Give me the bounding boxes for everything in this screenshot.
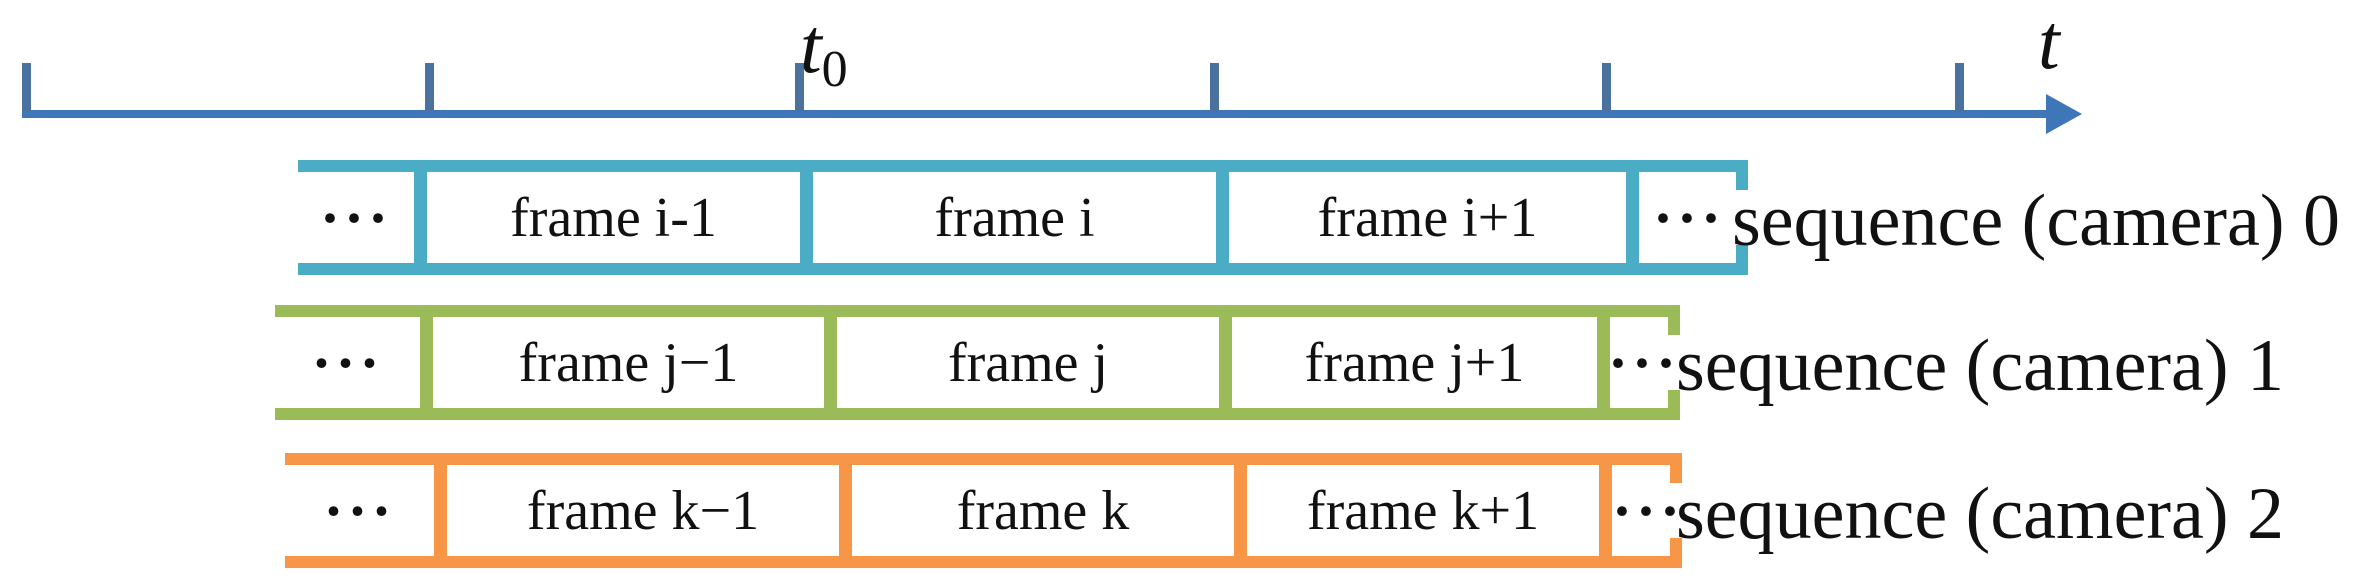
frame-divider bbox=[420, 316, 433, 409]
frame-divider bbox=[1216, 171, 1229, 264]
frame-cell: frame k+1 bbox=[1306, 480, 1540, 542]
frame-divider bbox=[839, 464, 852, 557]
ellipsis-right: ··· bbox=[1612, 478, 1685, 544]
rail-bottom bbox=[285, 556, 1682, 568]
ellipsis-right: ··· bbox=[1652, 185, 1726, 251]
rail-end-cap-bottom bbox=[1670, 538, 1682, 568]
t0-symbol: t bbox=[800, 2, 822, 89]
t-symbol: t bbox=[2038, 0, 2060, 85]
frame-divider bbox=[800, 171, 813, 264]
sequence-label: sequence (camera) 0 bbox=[1732, 180, 2341, 262]
ellipsis-right: ··· bbox=[1608, 330, 1681, 396]
frame-divider bbox=[1626, 171, 1639, 264]
frame-cell: frame i+1 bbox=[1317, 187, 1538, 249]
frame-cell: frame j+1 bbox=[1304, 332, 1525, 394]
rail-top bbox=[298, 160, 1748, 172]
ellipsis-left: ··· bbox=[323, 478, 396, 544]
ellipsis-left: ··· bbox=[319, 185, 393, 251]
frame-cell: frame j bbox=[947, 332, 1109, 394]
rail-end-cap-top bbox=[1668, 305, 1680, 335]
time-axis-arrowhead-icon bbox=[2046, 94, 2082, 134]
time-axis-tick bbox=[1210, 63, 1219, 111]
time-axis-line bbox=[22, 110, 2052, 118]
rail-end-cap-bottom bbox=[1736, 245, 1748, 275]
time-axis-tick bbox=[1602, 63, 1611, 111]
rail-end-cap-top bbox=[1736, 160, 1748, 190]
frame-cell: frame j−1 bbox=[518, 332, 739, 394]
rail-top bbox=[275, 305, 1680, 317]
frame-divider bbox=[824, 316, 837, 409]
time-axis-tick bbox=[795, 63, 804, 111]
frame-divider bbox=[1599, 464, 1612, 557]
frame-divider bbox=[1234, 464, 1247, 557]
rail-bottom bbox=[275, 408, 1680, 420]
frame-divider bbox=[1597, 316, 1610, 409]
t0-time-label: t0 bbox=[800, 6, 848, 96]
time-axis-label: t bbox=[2038, 2, 2060, 82]
frame-cell: frame k−1 bbox=[526, 480, 760, 542]
frame-divider bbox=[434, 464, 447, 557]
time-axis-tick bbox=[1955, 63, 1964, 111]
sequence-label: sequence (camera) 1 bbox=[1676, 325, 2285, 407]
t0-subscript: 0 bbox=[821, 41, 848, 98]
frame-divider bbox=[1219, 316, 1232, 409]
frame-cell: frame k bbox=[956, 480, 1130, 542]
ellipsis-left: ··· bbox=[311, 330, 384, 396]
frame-divider bbox=[414, 171, 427, 264]
time-axis-tick bbox=[22, 63, 31, 111]
sequence-label: sequence (camera) 2 bbox=[1676, 473, 2285, 555]
time-axis-tick bbox=[425, 63, 434, 111]
frame-cell: frame i-1 bbox=[510, 187, 717, 249]
frame-cell: frame i bbox=[934, 187, 1095, 249]
rail-end-cap-bottom bbox=[1668, 390, 1680, 420]
rail-end-cap-top bbox=[1670, 453, 1682, 483]
rail-top bbox=[285, 453, 1682, 465]
rail-bottom bbox=[298, 263, 1748, 275]
